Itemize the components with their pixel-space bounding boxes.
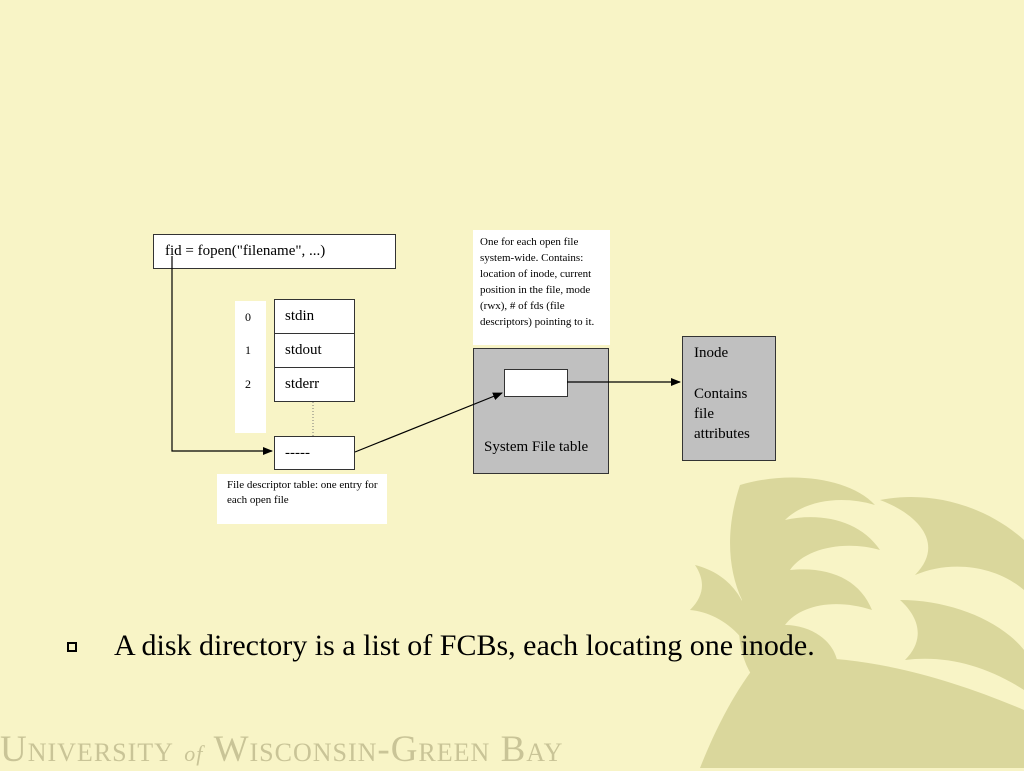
fd-index-column: 0 1 2: [235, 301, 266, 433]
fd-entry-new: -----: [274, 436, 355, 470]
fd-index-1: 1: [245, 343, 251, 357]
inode-box: Inode Contains file attributes: [682, 336, 776, 461]
fopen-call-text: fid = fopen("filename", ...): [165, 243, 326, 259]
fd-index-2: 2: [245, 377, 251, 391]
system-file-table-entry: [504, 369, 568, 397]
footer-part2: Wisconsin-Green Bay: [213, 729, 564, 770]
footer-of: of: [184, 741, 204, 766]
inode-title: Inode: [694, 345, 729, 361]
system-file-table-label: System File table: [484, 439, 589, 455]
fd-index-0: 0: [245, 310, 251, 324]
fd-entry-stderr: stderr: [274, 367, 355, 402]
bullet-text: A disk directory is a list of FCBs, each…: [114, 629, 815, 662]
university-footer: University of Wisconsin-Green Bay: [0, 728, 563, 771]
fd-to-system-table-arrow: [354, 392, 503, 453]
fd-table-caption: File descriptor table: one entry for eac…: [217, 474, 387, 524]
fopen-call-box: fid = fopen("filename", ...): [153, 234, 396, 269]
footer-part1: University: [0, 729, 174, 770]
fopen-to-fd-arrow: [171, 256, 273, 455]
system-file-table: System File table: [473, 348, 609, 474]
bullet-square-icon: [67, 642, 77, 652]
inode-description: Contains file attributes: [694, 386, 750, 442]
system-table-note: One for each open file system-wide. Cont…: [473, 230, 610, 345]
